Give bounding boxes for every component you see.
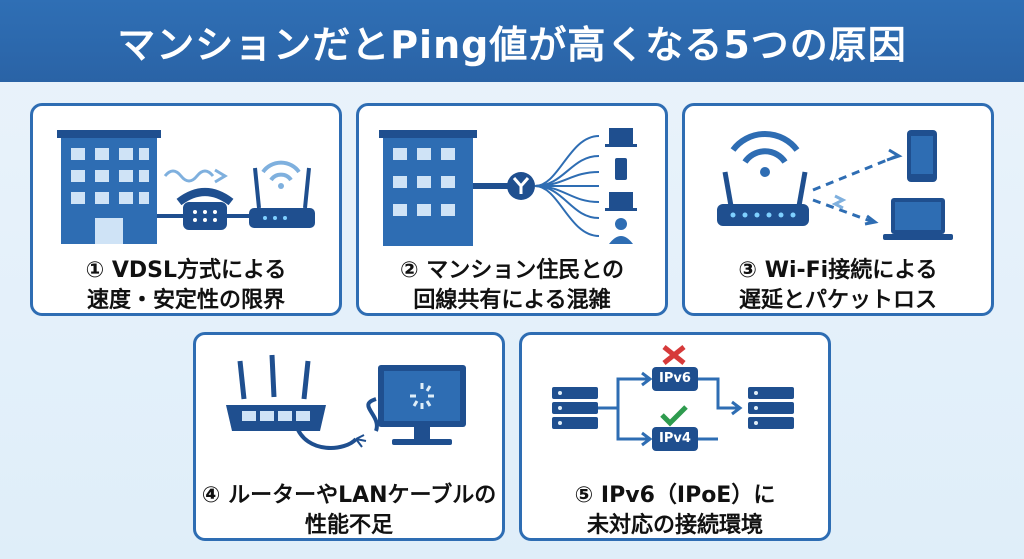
cause-card-3: ③ Wi-Fi接続による 遅延とパケットロス (682, 103, 994, 316)
page-title: マンションだとPing値が高くなる5つの原因 (117, 22, 907, 67)
card-1-title-line1: ① VDSL方式による (85, 258, 287, 283)
cause-card-5: IPv6 IPv4 ⑤ IPv6（IPoE）に 未対応の接続環境 (519, 332, 831, 541)
cause-card-2: ② マンション住民との 回線共有による混雑 (356, 103, 668, 316)
router-cable-monitor-icon (226, 354, 466, 450)
ipv6-ipv4-route-icon (552, 345, 794, 451)
title-banner: マンションだとPing値が高くなる5つの原因 (0, 0, 1024, 82)
card-4-title-line1: ④ ルーターやLANケーブルの (201, 483, 497, 508)
card-2-title-line1: ② マンション住民との (399, 258, 625, 283)
card-4-title-line2: 性能不足 (304, 513, 393, 538)
card-5-title-line1: ⑤ IPv6（IPoE）に (574, 483, 776, 508)
cause-card-4: ④ ルーターやLANケーブルの 性能不足 (193, 332, 505, 541)
wifi-router-devices-icon (717, 130, 953, 240)
building-phone-router-icon (57, 130, 315, 244)
card-3-title-line1: ③ Wi-Fi接続による (738, 258, 938, 283)
cause-card-1: ① VDSL方式による 速度・安定性の限界 (30, 103, 342, 316)
card-5-title-line2: 未対応の接続環境 (586, 513, 763, 538)
shared-line-icon (379, 128, 637, 246)
card-1-title-line2: 速度・安定性の限界 (86, 288, 285, 313)
card-2-title-line2: 回線共有による混雑 (413, 288, 611, 313)
card-3-title-line2: 遅延とパケットロス (738, 288, 937, 313)
ipv4-label: IPv4 (659, 431, 691, 446)
ipv6-label: IPv6 (659, 371, 691, 386)
